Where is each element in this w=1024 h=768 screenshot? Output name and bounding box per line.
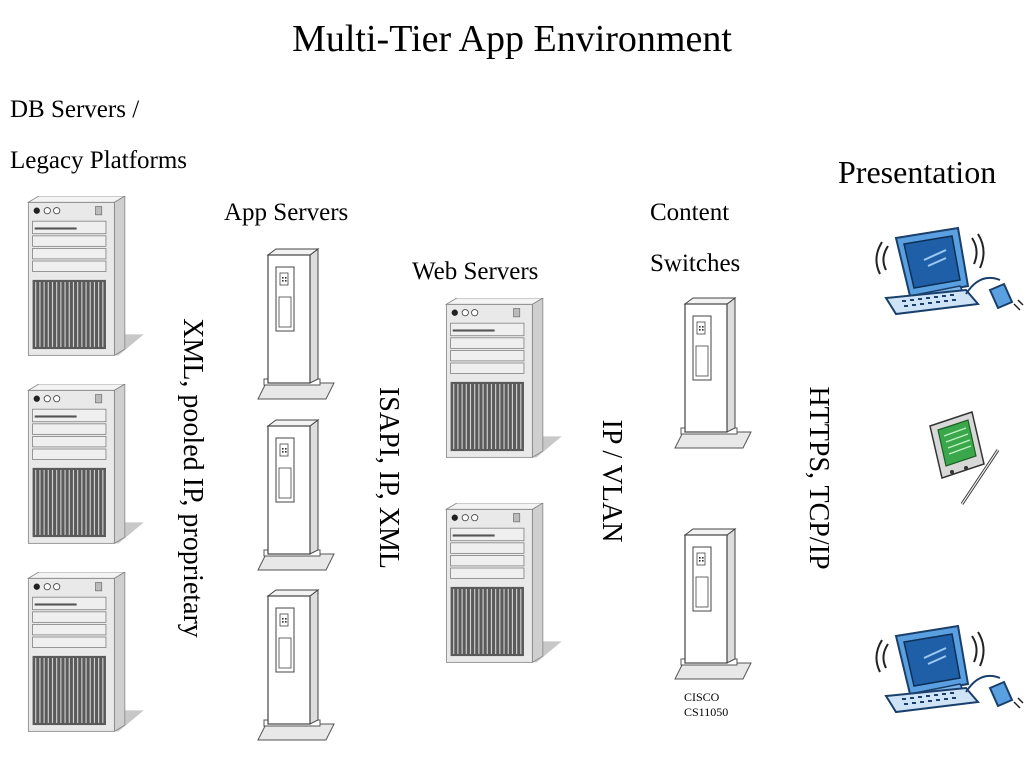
tower-server-icon [22, 572, 148, 745]
protocol-db-app: XML, pooled IP, proprietary [177, 318, 208, 638]
tower-server-icon [440, 503, 566, 676]
presentation-tier-label: Presentation [838, 154, 997, 190]
web-tier-label: Web Servers [412, 258, 539, 285]
switch-caption-line1: CISCO [684, 690, 720, 704]
protocol-switch-client: HTTPS, TCP/IP [803, 386, 834, 570]
db-tier-label-line2: Legacy Platforms [10, 147, 188, 174]
pda-icon [922, 408, 1002, 508]
slim-server-icon [673, 527, 753, 682]
app-tier-label: App Servers [224, 199, 349, 226]
tower-server-icon [440, 298, 566, 471]
db-tier-label-line1: DB Servers / [10, 96, 140, 123]
content-tier-label-line2: Switches [650, 250, 741, 277]
slim-server-icon [256, 588, 336, 743]
page-title: Multi-Tier App Environment [292, 18, 732, 60]
protocol-app-web: ISAPI, IP, XML [373, 386, 404, 570]
tower-server-icon [22, 196, 148, 369]
desktop-computer-icon [874, 220, 1024, 320]
switch-caption-line2: CS11050 [684, 705, 729, 719]
protocol-web-switch: IP / VLAN [596, 419, 627, 543]
tower-server-icon [22, 384, 148, 557]
desktop-computer-icon [874, 618, 1024, 718]
slim-server-icon [673, 296, 753, 451]
slim-server-icon [256, 418, 336, 573]
content-tier-label-line1: Content [650, 199, 730, 226]
slim-server-icon [256, 247, 336, 402]
